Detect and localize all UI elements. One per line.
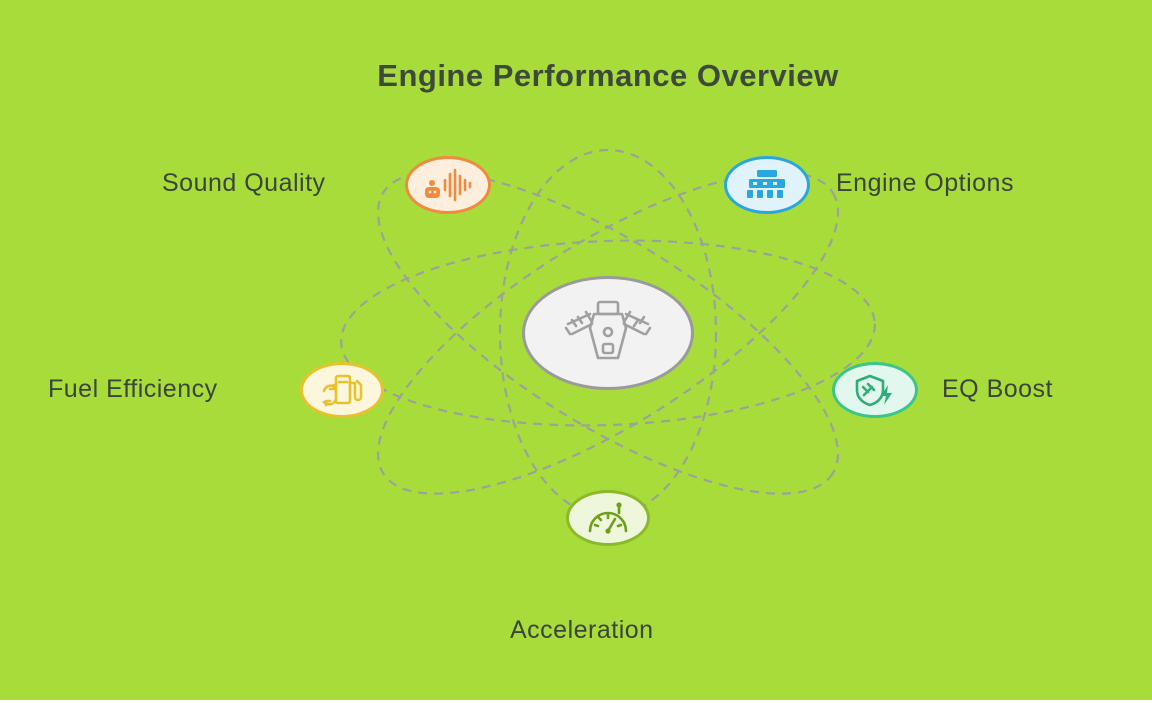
eq-boost-label: EQ Boost <box>942 375 1053 403</box>
fuel-efficiency-node[interactable] <box>300 362 384 418</box>
engine-block-icon <box>747 170 785 198</box>
sound-quality-node[interactable] <box>405 156 491 214</box>
orbit-horizontal <box>340 239 876 427</box>
sound-quality-label: Sound Quality <box>162 169 326 197</box>
orbit-diagonal-a <box>376 171 840 495</box>
orbit-diagonal-b <box>376 171 840 495</box>
speedometer-icon <box>588 502 628 534</box>
bottom-border <box>0 700 1152 704</box>
v-engine-icon <box>564 300 652 360</box>
acceleration-node[interactable] <box>566 490 650 546</box>
sound-wave-icon <box>425 168 472 202</box>
fuel-efficiency-label: Fuel Efficiency <box>48 375 218 403</box>
engine-options-label: Engine Options <box>836 169 1014 197</box>
fuel-pump-icon <box>322 374 363 407</box>
shield-bolt-icon <box>855 374 892 407</box>
page-title: Engine Performance Overview <box>377 58 839 93</box>
acceleration-label: Acceleration <box>510 616 654 644</box>
engine-options-node[interactable] <box>724 156 810 214</box>
eq-boost-node[interactable] <box>832 362 918 418</box>
center-engine-node[interactable] <box>522 276 694 390</box>
